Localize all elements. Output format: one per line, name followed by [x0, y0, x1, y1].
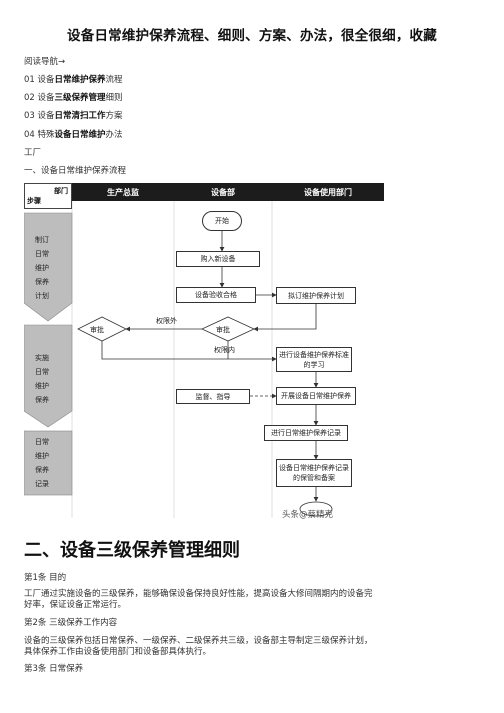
column-header-production-director: 生产总监: [72, 183, 174, 201]
article-1-line-1: 工厂通过实施设备的三级保养，能够确保设备保持良好性能，提高设备大修间隔期内的设备…: [24, 589, 373, 599]
nav-item-2[interactable]: 02 设备三级保养管理细则: [24, 93, 123, 103]
nav-item-3[interactable]: 03 设备日常清扫工作方案: [24, 111, 123, 121]
daily-maintenance-box: 开展设备日常维护保养: [276, 387, 356, 405]
column-header-equipment-dept: 设备部: [174, 183, 272, 201]
start-node: 开始: [202, 211, 242, 231]
corner-dept-label: 部门: [54, 187, 68, 195]
column-header-user-dept: 设备使用部门: [272, 183, 384, 201]
section-1-heading: 一、设备日常维护保养流程: [24, 166, 127, 176]
record-archive-box: 设备日常维护保养记录的保管和备案: [276, 459, 352, 487]
article-1-line-2: 好率，保证设备正常运行。: [24, 600, 127, 610]
factory-label: 工厂: [24, 148, 42, 158]
lane-corner: 部门 步骤: [24, 183, 72, 209]
page-title: 设备日常维护保养流程、细则、方案、办法，很全很细，收藏: [67, 28, 437, 44]
flowchart-connectors: [24, 201, 333, 518]
review-1-label: 审批: [90, 326, 104, 334]
corner-step-label: 步骤: [27, 197, 41, 205]
maintenance-record-box: 进行日常维护保养记录: [264, 425, 348, 441]
section-2-heading: 二、设备三级保养管理细则: [24, 540, 240, 561]
buy-equipment-box: 购入新设备: [176, 251, 260, 267]
stage-2-label: 实施日常维护保养: [35, 354, 49, 404]
article-2-line-2: 具体保养工作由设备使用部门和设备部具体执行。: [24, 647, 212, 657]
supervise-box: 监督、指导: [176, 389, 250, 404]
acceptance-box: 设备验收合格: [176, 287, 256, 303]
maintenance-plan-box: 拟订维护保养计划: [276, 287, 356, 304]
nav-heading: 阅读导航→: [24, 57, 66, 67]
nav-item-4[interactable]: 04 特殊设备日常维护办法: [24, 130, 123, 140]
standard-learning-box: 进行设备维护保养标准的学习: [276, 347, 352, 372]
flowchart: 生产总监 设备部 设备使用部门 部门 步骤 制订日常维护保养计划 实施日常维护保…: [24, 183, 384, 518]
article-3-title: 第3条 日常保养: [24, 664, 84, 674]
article-2-title: 第2条 三级保养工作内容: [24, 618, 118, 628]
beyond-authority-label: 权限外: [156, 317, 177, 325]
stage-1-label: 制订日常维护保养计划: [35, 236, 49, 300]
within-authority-label: 权限内: [214, 346, 235, 354]
nav-item-1[interactable]: 01 设备日常维护保养流程: [24, 75, 123, 85]
stage-3-label: 日常维护保养记录: [35, 438, 49, 488]
watermark: 头条@蔡精克: [282, 510, 334, 520]
review-2-label: 审批: [216, 326, 230, 334]
article-1-title: 第1条 目的: [24, 573, 67, 583]
article-2-line-1: 设备的三级保养包括日常保养、一级保养、二级保养共三级，设备部主导制定三级保养计划…: [24, 636, 373, 646]
